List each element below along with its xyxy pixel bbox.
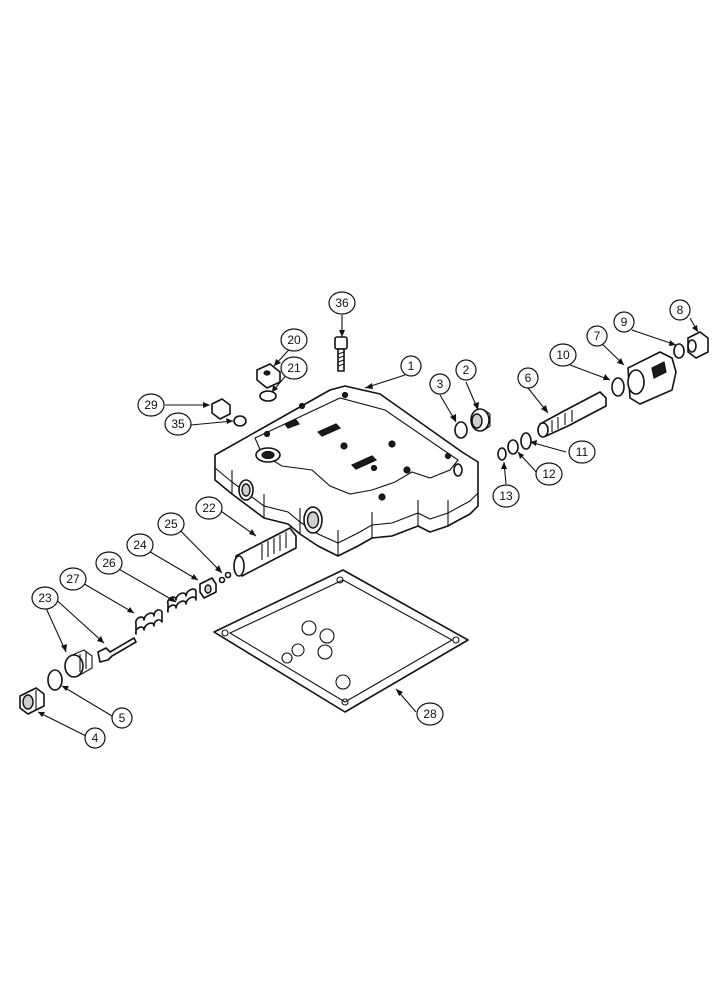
spring-23: [134, 609, 163, 635]
spring-26: [166, 588, 197, 613]
callout-22: 22: [195, 496, 223, 520]
callout-23: 23: [31, 586, 59, 610]
svg-text:21: 21: [287, 361, 301, 375]
plug-23: [64, 649, 93, 678]
svg-text:7: 7: [594, 329, 601, 343]
ring-13: [497, 447, 507, 461]
valve-body: [214, 385, 479, 557]
svg-text:28: 28: [423, 707, 437, 721]
callout-29: 35: [164, 412, 192, 436]
ring-5: [47, 669, 63, 691]
ball-25b: [218, 576, 226, 584]
callout-5: 5: [111, 707, 133, 729]
o-ring-29: [233, 415, 247, 427]
callout-11: 11: [568, 440, 596, 464]
spool-22: [233, 527, 297, 577]
ring-11: [520, 432, 532, 450]
svg-text:5: 5: [119, 711, 126, 725]
svg-text:35: 35: [171, 417, 185, 431]
gasket: [213, 569, 469, 713]
callout-13: 13: [492, 484, 520, 508]
callout-7: 7: [586, 325, 608, 347]
callouts: 36 1 2 3 6 7 8 9: [31, 291, 691, 749]
arrow-heads: [38, 325, 698, 717]
callout-10: 10: [549, 343, 577, 367]
ring-9: [673, 343, 685, 359]
svg-text:9: 9: [621, 315, 628, 329]
fitting-7: [627, 351, 677, 405]
svg-text:25: 25: [164, 517, 178, 531]
spacer-24: [199, 577, 217, 599]
callout-4: 4: [84, 727, 106, 749]
callout-3: 3: [429, 373, 451, 395]
callout-12: 12: [535, 462, 563, 486]
callout-26: 26: [95, 551, 123, 575]
svg-text:8: 8: [677, 303, 684, 317]
cartridge-6: [537, 391, 607, 438]
callout-24: 24: [126, 533, 154, 557]
svg-text:27: 27: [66, 572, 80, 586]
pin-27: [97, 637, 137, 663]
plug-4: [19, 687, 45, 715]
ring-10: [611, 377, 625, 397]
svg-text:20: 20: [287, 333, 301, 347]
callout-9: 9: [613, 311, 635, 333]
svg-text:6: 6: [525, 371, 532, 385]
plug-28: [211, 398, 231, 420]
svg-text:13: 13: [499, 489, 513, 503]
svg-text:4: 4: [92, 731, 99, 745]
plug-2: [470, 408, 491, 432]
callout-2: 2: [455, 359, 477, 381]
callout-20: 20: [280, 328, 308, 352]
nut-8: [687, 331, 709, 359]
callout-1: 1: [400, 355, 422, 377]
ball-25a: [224, 571, 232, 579]
svg-text:36: 36: [335, 296, 349, 310]
svg-text:3: 3: [437, 377, 444, 391]
svg-text:10: 10: [556, 348, 570, 362]
ring-12: [507, 439, 519, 455]
callout-27: 27: [59, 567, 87, 591]
callout-8: 8: [669, 299, 691, 321]
plug-20: [256, 363, 281, 389]
callout-6: 6: [517, 367, 539, 389]
svg-text:12: 12: [542, 467, 556, 481]
callout-36: 36: [328, 291, 356, 315]
svg-text:22: 22: [202, 501, 216, 515]
svg-text:2: 2: [463, 363, 470, 377]
svg-text:29: 29: [144, 398, 158, 412]
cap-screw: [334, 336, 348, 372]
callout-28: 29: [137, 393, 165, 417]
svg-text:26: 26: [102, 556, 116, 570]
o-ring-21: [259, 390, 277, 402]
callout-21: 21: [280, 356, 308, 380]
ring-3: [454, 421, 468, 439]
callout-35: 28: [416, 702, 444, 726]
callout-25: 25: [157, 512, 185, 536]
svg-text:24: 24: [133, 538, 147, 552]
svg-text:1: 1: [408, 359, 415, 373]
svg-text:11: 11: [576, 445, 589, 459]
svg-text:23: 23: [38, 591, 52, 605]
